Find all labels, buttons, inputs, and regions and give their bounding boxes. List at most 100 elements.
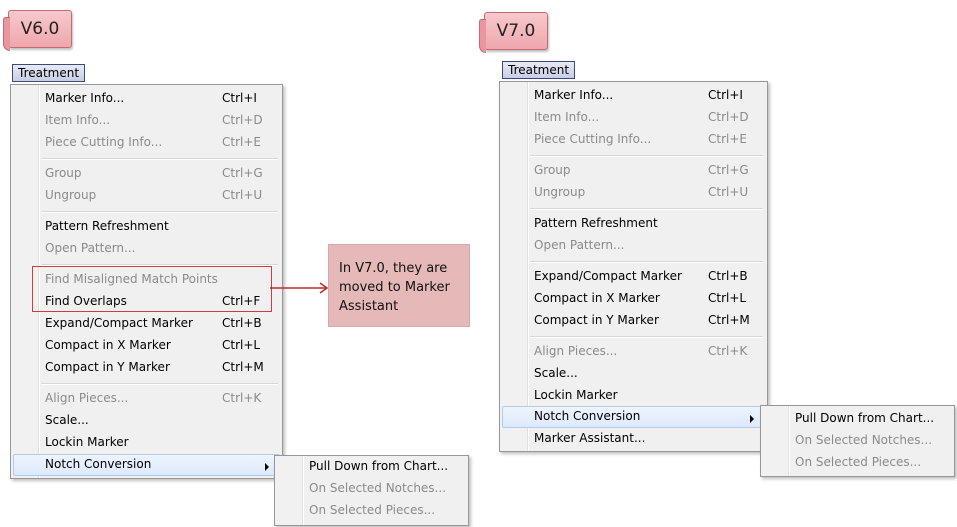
- menu-item-align-pieces[interactable]: Align Pieces... Ctrl+K: [13, 388, 280, 410]
- menu-item-ungroup[interactable]: Ungroup Ctrl+U: [502, 182, 765, 204]
- menu-item-marker-assistant[interactable]: Marker Assistant...: [502, 428, 765, 450]
- menu-item-notch-conversion[interactable]: Notch Conversion: [13, 454, 280, 476]
- menu-item-label: On Selected Pieces...: [795, 455, 922, 469]
- menu-item-label: Lockin Marker: [45, 435, 129, 449]
- menu-item-piece-cutting-info[interactable]: Piece Cutting Info... Ctrl+E: [13, 132, 280, 154]
- submenu-item-pull-down-from-chart[interactable]: Pull Down from Chart...: [763, 408, 952, 430]
- menu-item-label: On Selected Notches...: [309, 481, 447, 495]
- menu-item-marker-info[interactable]: Marker Info...Ctrl+I: [13, 88, 280, 110]
- shortcut: Ctrl+K: [708, 344, 748, 358]
- menu-item-align-pieces[interactable]: Align Pieces... Ctrl+K: [502, 341, 765, 363]
- menu-item-label: Pattern Refreshment: [534, 216, 658, 230]
- menu-item-label: Notch Conversion: [534, 409, 641, 423]
- menu-item-label: Find Misaligned Match Points: [45, 272, 218, 286]
- version-tag-v6: V6.0: [3, 10, 72, 51]
- menu-item-piece-cutting-info[interactable]: Piece Cutting Info... Ctrl+E: [502, 129, 765, 151]
- menu-item-label: Find Overlaps: [45, 294, 127, 308]
- menu-item-label: Lockin Marker: [534, 388, 618, 402]
- shortcut: Ctrl+I: [222, 91, 257, 105]
- shortcut: Ctrl+D: [222, 113, 263, 127]
- shortcut: Ctrl+U: [222, 188, 263, 202]
- menu-item-item-info[interactable]: Item Info...Ctrl+D: [502, 107, 765, 129]
- menu-item-ungroup[interactable]: Ungroup Ctrl+U: [13, 185, 280, 207]
- shortcut: Ctrl+M: [708, 313, 750, 327]
- menu-item-label: Scale...: [534, 366, 578, 380]
- menu-item-label: Pull Down from Chart...: [309, 459, 449, 473]
- shortcut: Ctrl+E: [708, 132, 747, 146]
- annotation-note: In V7.0, they are moved to Marker Assist…: [328, 244, 470, 327]
- menu-separator: [41, 158, 278, 159]
- menu-item-label: Open Pattern...: [534, 238, 625, 252]
- menu-item-label: Compact in X Marker: [45, 338, 171, 352]
- shortcut: Ctrl+M: [222, 360, 264, 374]
- submenu-arrow-icon: [750, 415, 754, 423]
- notch-conversion-submenu-v7: Pull Down from Chart... On Selected Notc…: [760, 405, 955, 477]
- menu-item-scale[interactable]: Scale...: [13, 410, 280, 432]
- menu-item-label: Ungroup: [534, 185, 586, 199]
- menu-item-find-overlaps[interactable]: Find Overlaps Ctrl+F: [13, 291, 280, 313]
- menu-separator: [530, 261, 763, 262]
- menu-item-label: Align Pieces...: [534, 344, 618, 358]
- menu-item-find-misaligned-match-points[interactable]: Find Misaligned Match Points: [13, 269, 280, 291]
- menu-separator: [530, 155, 763, 156]
- menu-item-label: Item Info...: [45, 113, 111, 127]
- submenu-item-on-selected-pieces[interactable]: On Selected Pieces...: [763, 452, 952, 474]
- menu-gutter: [11, 85, 39, 478]
- menu-item-lockin-marker[interactable]: Lockin Marker: [13, 432, 280, 454]
- menu-gutter: [761, 406, 789, 476]
- shortcut: Ctrl+K: [222, 391, 262, 405]
- menu-item-group[interactable]: Group Ctrl+G: [13, 163, 280, 185]
- shortcut: Ctrl+B: [222, 316, 262, 330]
- menu-item-label: Scale...: [45, 413, 89, 427]
- submenu-item-on-selected-notches[interactable]: On Selected Notches...: [763, 430, 952, 452]
- shortcut: Ctrl+G: [222, 166, 263, 180]
- shortcut: Ctrl+L: [222, 338, 261, 352]
- menu-separator: [530, 208, 763, 209]
- menu-item-label: Item Info...: [534, 110, 600, 124]
- menu-gutter: [275, 456, 303, 525]
- submenu-item-on-selected-notches[interactable]: On Selected Notches...: [277, 478, 466, 500]
- menu-item-label: Compact in Y Marker: [45, 360, 170, 374]
- menu-item-label: Pattern Refreshment: [45, 219, 169, 233]
- menu-item-item-info[interactable]: Item Info... Ctrl+D: [13, 110, 280, 132]
- shortcut: Ctrl+E: [222, 135, 261, 149]
- menu-item-label: Group: [45, 166, 82, 180]
- menu-gutter: [500, 82, 528, 451]
- menu-item-pattern-refreshment[interactable]: Pattern Refreshment: [502, 213, 765, 235]
- menu-item-open-pattern[interactable]: Open Pattern...: [502, 235, 765, 257]
- shortcut: Ctrl+U: [708, 185, 749, 199]
- menu-item-label: Piece Cutting Info...: [534, 132, 652, 146]
- menu-item-scale[interactable]: Scale...: [502, 363, 765, 385]
- submenu-item-pull-down-from-chart[interactable]: Pull Down from Chart...: [277, 456, 466, 478]
- submenu-arrow-icon: [265, 463, 269, 471]
- menu-item-marker-info[interactable]: Marker Info...Ctrl+I: [502, 85, 765, 107]
- version-tag-v7: V7.0: [479, 12, 548, 53]
- menu-item-label: Pull Down from Chart...: [795, 411, 935, 425]
- submenu-item-on-selected-pieces[interactable]: On Selected Pieces...: [277, 500, 466, 522]
- menu-item-label: Align Pieces...: [45, 391, 129, 405]
- menu-item-label: Ungroup: [45, 188, 97, 202]
- menu-item-label: Notch Conversion: [45, 457, 152, 471]
- menu-item-pattern-refreshment[interactable]: Pattern Refreshment: [13, 216, 280, 238]
- treatment-menu-v7[interactable]: Treatment: [502, 61, 576, 79]
- shortcut: Ctrl+I: [708, 88, 743, 102]
- menu-item-notch-conversion[interactable]: Notch Conversion: [502, 406, 765, 428]
- treatment-dropdown-v6: Marker Info...Ctrl+I Item Info...Ctrl+D …: [10, 84, 283, 479]
- shortcut: Ctrl+F: [222, 294, 261, 308]
- menu-item-label: On Selected Pieces...: [309, 503, 436, 517]
- menu-separator: [530, 336, 763, 337]
- annotation-arrow: [270, 282, 329, 294]
- treatment-menu-v6[interactable]: Treatment: [12, 64, 86, 82]
- menu-item-label: Piece Cutting Info...: [45, 135, 163, 149]
- menu-item-compact-in-y-marker[interactable]: Compact in Y Marker Ctrl+M: [13, 357, 280, 379]
- menu-item-compact-in-x-marker[interactable]: Compact in X Marker Ctrl+L: [13, 335, 280, 357]
- menu-item-label: Expand/Compact Marker: [534, 269, 682, 283]
- menu-item-lockin-marker[interactable]: Lockin Marker: [502, 385, 765, 407]
- shortcut: Ctrl+G: [708, 163, 749, 177]
- menu-item-open-pattern[interactable]: Open Pattern...: [13, 238, 280, 260]
